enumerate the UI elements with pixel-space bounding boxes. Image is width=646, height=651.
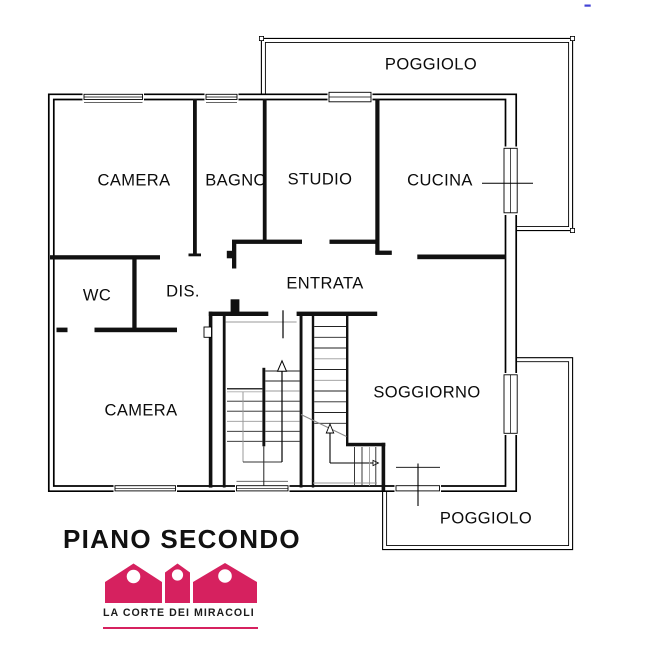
- windows-and-doors: [82, 91, 533, 506]
- stairs-right: [300, 326, 380, 486]
- room-label-studio: STUDIO: [287, 170, 353, 189]
- wall-niche: [203, 326, 212, 338]
- stair-up-arrow-icon: [276, 359, 288, 372]
- room-label-bagno: BAGNO: [205, 171, 267, 190]
- room-label-soggiorno: SOGGIORNO: [373, 383, 481, 402]
- blue-artifact-mark: [584, 4, 591, 7]
- stair-down-arrow-icon: [325, 422, 335, 434]
- floor-title: PIANO SECONDO: [63, 524, 301, 554]
- agency-logo-text: LA CORTE DEI MIRACOLI: [103, 607, 255, 619]
- balcony-bottom-outline: [382, 357, 574, 551]
- interior-walls: [50, 99, 506, 491]
- room-label-camera-top: CAMERA: [97, 171, 171, 190]
- house-icon: [193, 563, 257, 603]
- entry-door-mark: [225, 310, 297, 339]
- agency-logo-underline: [103, 626, 258, 630]
- room-label-cucina: CUCINA: [407, 171, 473, 190]
- room-label-camera-bottom: CAMERA: [104, 401, 178, 420]
- house-icon: [165, 563, 190, 603]
- room-label-poggiolo-bottom: POGGIOLO: [439, 509, 533, 528]
- room-label-poggiolo-top: POGGIOLO: [384, 55, 478, 74]
- room-label-entrata: ENTRATA: [286, 274, 364, 293]
- balcony-top-outline: [258, 36, 576, 233]
- room-label-wc: WC: [82, 286, 112, 305]
- agency-logo-houses-icon: [105, 563, 257, 603]
- room-label-dis: DIS.: [166, 282, 200, 301]
- stairs-left: [227, 359, 300, 486]
